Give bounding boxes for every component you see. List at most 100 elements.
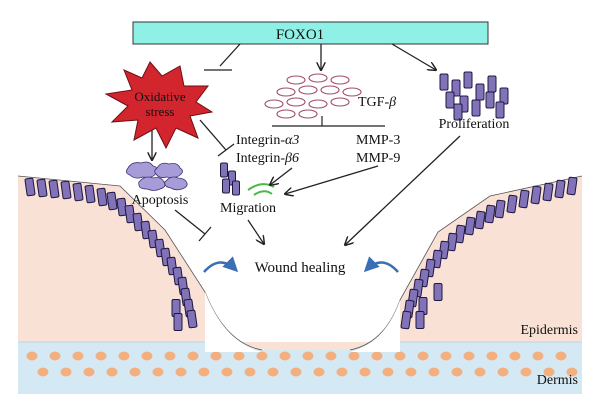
- dermal-cell: [428, 367, 440, 377]
- proliferating-cell: [463, 71, 473, 89]
- dermal-cell: [106, 367, 118, 377]
- dermal-cell: [164, 351, 176, 361]
- epidermal-cell: [173, 313, 183, 331]
- tgf-beta-molecule: [286, 75, 306, 85]
- epidermal-cell: [494, 199, 506, 219]
- tgf-beta-molecule: [308, 73, 328, 83]
- dermal-cell: [543, 367, 555, 377]
- epidermal-cell: [415, 311, 425, 329]
- epidermal-cell: [400, 310, 412, 330]
- dermal-cell: [532, 351, 544, 361]
- dermal-cell: [566, 367, 578, 377]
- tgf-beta-molecule: [330, 97, 350, 107]
- dermal-cell: [256, 351, 268, 361]
- dermal-cell: [486, 351, 498, 361]
- apoptosis-inhibits-wound-healing-bar: [198, 226, 212, 242]
- migration-to-wound-healing-arrow: [247, 219, 264, 244]
- tgf-beta-molecule: [308, 99, 328, 109]
- tgf-beta-cluster: [264, 73, 362, 119]
- dermal-cell: [313, 367, 325, 377]
- dermal-cell: [417, 351, 429, 361]
- epidermis-label: Epidermis: [520, 323, 578, 338]
- dermal-cell: [118, 351, 130, 361]
- dermal-cell: [72, 351, 84, 361]
- dermal-cell: [187, 351, 199, 361]
- epidermal-cell: [530, 185, 542, 205]
- tgf-beta-label: TGF-β: [358, 95, 396, 110]
- dermal-cell: [325, 351, 337, 361]
- epidermal-cell: [60, 180, 72, 200]
- proliferation-label: Proliferation: [439, 117, 510, 132]
- dermal-cell: [175, 367, 187, 377]
- tgf-beta-molecule: [276, 87, 296, 97]
- epidermal-cell: [446, 232, 458, 252]
- migration-cells: [220, 162, 240, 196]
- proliferation-cells: [439, 71, 509, 121]
- epidermis-layer: [18, 176, 582, 350]
- dermal-cell: [37, 367, 49, 377]
- dermal-cell: [440, 351, 452, 361]
- proliferating-cell: [487, 75, 497, 93]
- oxidative-stress-label-line1: Oxidative: [134, 89, 185, 104]
- epidermis-left-edge: [17, 175, 263, 351]
- dermal-cell: [555, 351, 567, 361]
- migrating-cell: [220, 162, 228, 178]
- dermal-cell: [520, 367, 532, 377]
- mmp3-label: MMP-3: [356, 133, 400, 148]
- epidermal-cell: [554, 179, 566, 199]
- epidermal-cell: [186, 309, 198, 329]
- migration-label: Migration: [220, 201, 276, 216]
- dermal-cell: [359, 367, 371, 377]
- tgf-beta-molecule: [286, 97, 306, 107]
- dermal-cell: [474, 367, 486, 377]
- epidermis-right-edge: [349, 175, 583, 351]
- proliferating-cell: [445, 91, 455, 109]
- dermal-cell: [83, 367, 95, 377]
- dermal-cell: [302, 351, 314, 361]
- proliferating-cell: [485, 91, 495, 109]
- epidermal-cell: [464, 216, 476, 236]
- dermal-cell: [221, 367, 233, 377]
- tgf-beta-molecule: [264, 99, 284, 109]
- right-closure-arrow-icon: [363, 256, 399, 273]
- dermis-cells: [26, 351, 578, 377]
- oxidative-stress-starburst: [104, 61, 214, 150]
- dermal-cell: [336, 367, 348, 377]
- epidermal-cell: [96, 187, 108, 207]
- integrin-to-migration-arrow: [270, 167, 293, 185]
- dermal-cell: [198, 367, 210, 377]
- tgf-beta-molecule: [320, 85, 340, 95]
- epidermal-cell: [454, 224, 466, 244]
- oxidative-stress-label-line2: stress: [146, 104, 175, 119]
- foxo1-label: FOXO1: [276, 27, 324, 43]
- dermal-cell: [267, 367, 279, 377]
- dermal-cell: [394, 351, 406, 361]
- dermal-cell: [129, 367, 141, 377]
- proliferating-cell: [453, 103, 463, 121]
- proliferation-to-wound-healing-arrow: [345, 135, 461, 245]
- dermal-cell: [95, 351, 107, 361]
- dermal-cell: [405, 367, 417, 377]
- tgf-beta-molecule: [342, 87, 362, 97]
- left-closure-arrow-icon: [203, 256, 239, 273]
- proliferating-cell: [495, 101, 505, 119]
- dermal-cell: [26, 351, 38, 361]
- dermal-cell: [382, 367, 394, 377]
- tgf-beta-molecule: [298, 85, 318, 95]
- epidermal-cell: [124, 204, 136, 224]
- epidermal-cell: [474, 210, 486, 230]
- tgf-beta-molecule: [298, 109, 318, 119]
- tgf-beta-molecule: [330, 75, 350, 85]
- apoptosis-cells: [126, 161, 188, 191]
- mmp9-label: MMP-9: [356, 151, 400, 166]
- tgf-beta-molecule: [276, 109, 296, 119]
- dermal-cell: [210, 351, 222, 361]
- dermal-cell: [152, 367, 164, 377]
- left-edge-cells: [24, 177, 198, 331]
- dermal-cell: [497, 367, 509, 377]
- oxidative-to-migration-line: [199, 119, 227, 151]
- mmp-to-migration-arrow: [285, 165, 379, 194]
- oxidative-inhibits-migration-bar: [217, 143, 235, 157]
- epidermal-cell: [518, 189, 530, 209]
